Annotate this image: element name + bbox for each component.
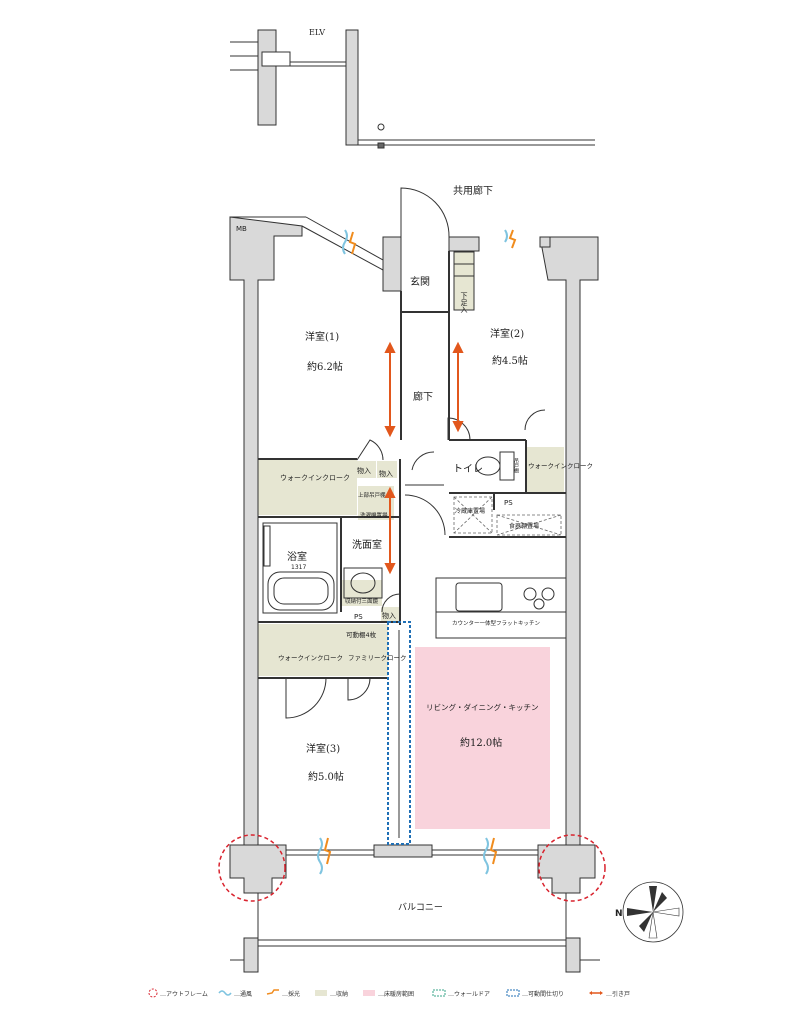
upper-cabinet-label: 上部吊戸棚 (358, 491, 386, 499)
movable-shelf-label: 可動棚4枚 (346, 630, 377, 639)
compass-n-label: N (615, 909, 623, 919)
bath-label: 浴室 (287, 550, 307, 563)
ventilation-daylight-icons (317, 229, 517, 875)
kitchen-note-label: カウンター一体型フラットキッチン (452, 619, 541, 627)
elv-label: ELV (309, 28, 325, 37)
legend-label: …採光 (282, 990, 301, 998)
legend-label: …収納 (330, 990, 349, 998)
room3-size: 約5.0帖 (308, 770, 344, 783)
appliance-spaces (453, 496, 562, 536)
family-closet-label: ファミリークローク (348, 654, 407, 662)
washer-space-label: 洗濯機置場 (360, 511, 388, 519)
room2-size: 約4.5帖 (492, 354, 528, 367)
toilet-label: トイレ (453, 464, 483, 475)
outframe-markers (218, 834, 606, 902)
bathtub (262, 522, 338, 614)
legend-label: …可動間仕切り (522, 990, 565, 998)
storage3-label: 物入 (382, 611, 396, 620)
elevator-area (230, 29, 595, 149)
ventilation-icon (218, 990, 232, 996)
room2-name: 洋室(2) (490, 327, 524, 340)
balcony-window (286, 844, 538, 858)
sliding-door-arrows (384, 341, 464, 575)
ldk-name: リビング・ダイニング・キッチン (426, 702, 539, 712)
door-swings (285, 187, 546, 719)
wall-door-icon (432, 989, 446, 997)
balcony-label: バルコニー (398, 902, 443, 913)
wic-room3-label: ウォークインクローク (278, 654, 343, 662)
ps1-label: PS (504, 499, 513, 507)
movable-partition-icon (506, 989, 520, 997)
corridor-label: 共用廊下 (453, 184, 493, 197)
legend-item-sliding-door: …引き戸 (588, 986, 630, 1000)
floor-heating-icon (363, 990, 375, 996)
legend-label: …引き戸 (606, 990, 631, 998)
room1-name: 洋室(1) (305, 330, 339, 343)
wic-toilet-label: ウォークインクローク (528, 462, 593, 470)
legend-label: …通風 (234, 990, 253, 998)
wic-room1-label: ウォークインクローク (280, 474, 350, 482)
movable-partition (387, 621, 411, 845)
balcony-railing (230, 893, 600, 973)
daylight-icon (266, 989, 279, 995)
legend-item-daylight: …採光 (266, 986, 300, 1000)
shoe-box-label: 下足入 (460, 292, 468, 313)
storage-areas (258, 252, 564, 676)
interior-walls (258, 251, 566, 679)
legend-item-movable-partition: …可動間仕切り (506, 986, 564, 1000)
washroom-label: 洗面室 (352, 538, 382, 551)
ps2-label: PS (354, 613, 363, 621)
kitchen-counter (435, 577, 567, 639)
shoe-box (453, 251, 475, 311)
sliding-door-icon (589, 991, 603, 995)
washbasin (343, 567, 383, 599)
toilet-shelf-label: 吊戸棚 (513, 458, 519, 474)
room3-name: 洋室(3) (306, 742, 340, 755)
room1-size: 約6.2帖 (307, 360, 343, 373)
bath-size-label: 1317 (291, 564, 306, 571)
hallway-label: 廊下 (413, 390, 433, 403)
fridge-label: 冷蔵庫置場 (455, 507, 485, 515)
mb-label: MB (236, 225, 247, 233)
legend: …アウトフレーム …通風 …採光 …収納 …床暖房範囲 …ウォールドア …可動間… (148, 986, 648, 1000)
outframe-icon (148, 988, 158, 998)
legend-label: …アウトフレーム (160, 990, 208, 998)
entrance-label: 玄関 (410, 275, 430, 288)
legend-item-floor-heating: …床暖房範囲 (362, 986, 414, 1000)
exterior-walls (229, 216, 599, 894)
storage-icon (315, 990, 327, 996)
legend-item-outframe: …アウトフレーム (148, 986, 208, 1000)
toilet-bowl (475, 451, 515, 481)
legend-item-ventilation: …通風 (218, 986, 252, 1000)
floor-heating-area (415, 647, 550, 829)
legend-label: …ウォールドア (448, 990, 491, 998)
legend-item-storage: …収納 (314, 986, 348, 1000)
storage1-label: 物入 (357, 466, 371, 475)
dish-rack-label: 食器棚置場 (509, 522, 539, 530)
legend-item-wall-door: …ウォールドア (432, 986, 490, 1000)
linen-shelf-label: 収納付三面鏡 (345, 597, 379, 605)
storage2-label: 物入 (379, 469, 393, 478)
legend-label: …床暖房範囲 (378, 990, 415, 998)
compass-icon (622, 881, 684, 943)
ldk-size: 約12.0帖 (460, 736, 502, 749)
